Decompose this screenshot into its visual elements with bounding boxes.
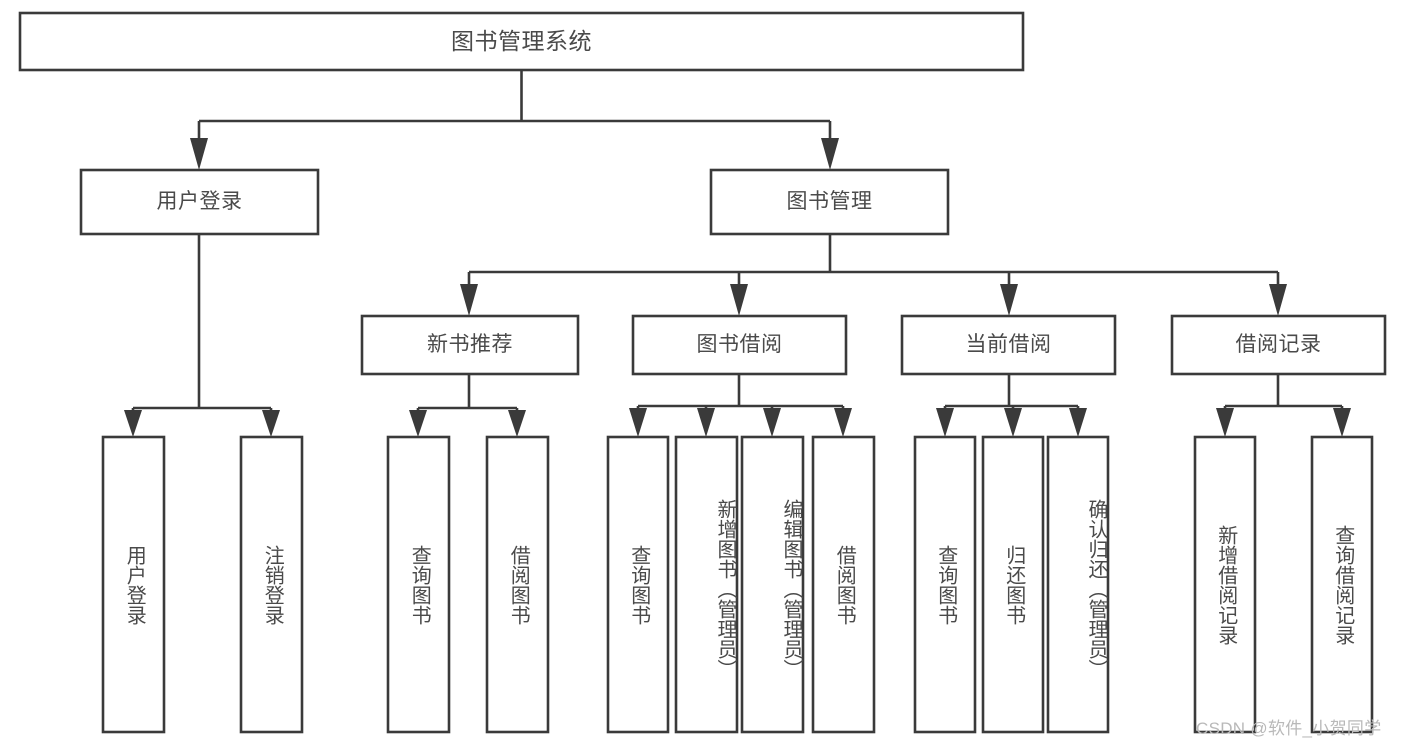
node-box-book-manage[interactable] [709, 168, 950, 236]
node-box-leaf-query-book-1[interactable] [386, 435, 451, 734]
connector-group-book-manage [460, 233, 1287, 316]
node-box-book-borrow[interactable] [631, 314, 848, 376]
node-box-user-login[interactable] [79, 168, 320, 236]
arrow-head-current-borrow [1000, 284, 1018, 316]
arrow-head-leaf-add-record [1216, 408, 1234, 437]
node-box-leaf-borrow-book-1[interactable] [485, 435, 550, 734]
node-box-leaf-add-record[interactable] [1193, 435, 1257, 734]
connector-group-current-borrow [936, 374, 1087, 437]
arrow-head-borrow-record [1269, 284, 1287, 316]
node-box-leaf-edit-book[interactable] [740, 435, 805, 734]
node-box-leaf-query-record[interactable] [1310, 435, 1374, 734]
connector-group-new-book-recommend [409, 374, 526, 437]
arrow-head-book-borrow [730, 284, 748, 316]
connector-group-user-login [124, 234, 280, 437]
connector-group-book-borrow [629, 374, 852, 437]
arrow-head-leaf-user-login [124, 410, 142, 437]
node-box-leaf-borrow-book-2[interactable] [811, 435, 876, 734]
connector-group-borrow-record [1216, 374, 1351, 437]
arrow-head-leaf-return-book [1004, 408, 1022, 437]
arrow-head-leaf-borrow-book-2 [834, 408, 852, 437]
arrow-head-book-manage [821, 138, 839, 170]
arrow-head-leaf-user-logout [262, 410, 280, 437]
node-box-leaf-query-book-3[interactable] [913, 435, 977, 734]
arrow-head-leaf-query-book-2 [629, 408, 647, 437]
node-box-current-borrow[interactable] [900, 314, 1117, 376]
arrow-head-leaf-borrow-book-1 [508, 410, 526, 437]
connector-group-root [190, 70, 839, 170]
arrow-head-user-login [190, 138, 208, 170]
node-box-leaf-add-book[interactable] [674, 435, 739, 734]
arrow-head-new-book-recommend [460, 284, 478, 316]
arrow-head-leaf-query-book-3 [936, 408, 954, 437]
node-box-leaf-return-book[interactable] [981, 435, 1045, 734]
node-box-leaf-confirm-return[interactable] [1046, 435, 1110, 734]
arrow-head-leaf-confirm-return [1069, 408, 1087, 437]
node-box-leaf-query-book-2[interactable] [606, 435, 670, 734]
arrow-head-leaf-query-record [1333, 408, 1351, 437]
arrow-head-leaf-query-book-1 [409, 410, 427, 437]
node-box-root[interactable] [18, 11, 1025, 72]
watermark-text: CSDN @软件_小贺同学 [1196, 719, 1382, 738]
node-box-new-book-recommend[interactable] [360, 314, 580, 376]
node-box-leaf-user-logout[interactable] [239, 435, 304, 734]
arrow-head-leaf-add-book [697, 408, 715, 437]
arrow-head-leaf-edit-book [763, 408, 781, 437]
node-box-borrow-record[interactable] [1170, 314, 1387, 376]
node-box-leaf-user-login[interactable] [101, 435, 166, 734]
